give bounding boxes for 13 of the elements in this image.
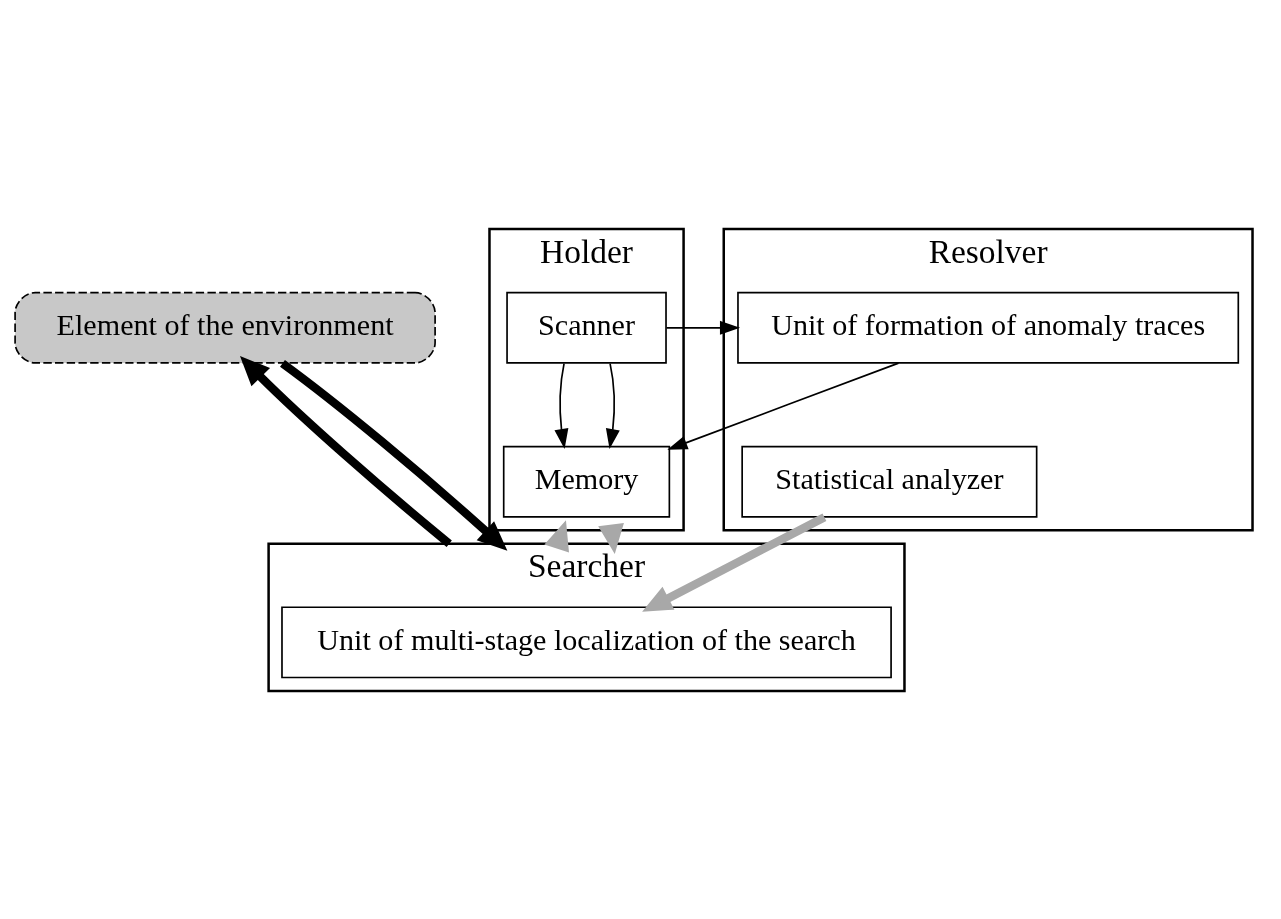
arrow <box>667 361 900 450</box>
node-box: Statistical analyzer <box>741 445 1038 518</box>
arrow <box>554 362 569 449</box>
arrow <box>605 362 620 449</box>
arrow <box>279 359 508 551</box>
arrow <box>642 512 827 612</box>
arrow <box>598 522 624 554</box>
node-box: Unit of multi-stage localization of the search <box>281 605 892 678</box>
node-box: Element of the environment <box>14 291 436 364</box>
node-box: Memory <box>502 445 671 518</box>
arrow <box>665 320 741 335</box>
node-box: Scanner <box>506 291 667 364</box>
node-box: Unit of formation of anomaly traces <box>737 291 1240 364</box>
